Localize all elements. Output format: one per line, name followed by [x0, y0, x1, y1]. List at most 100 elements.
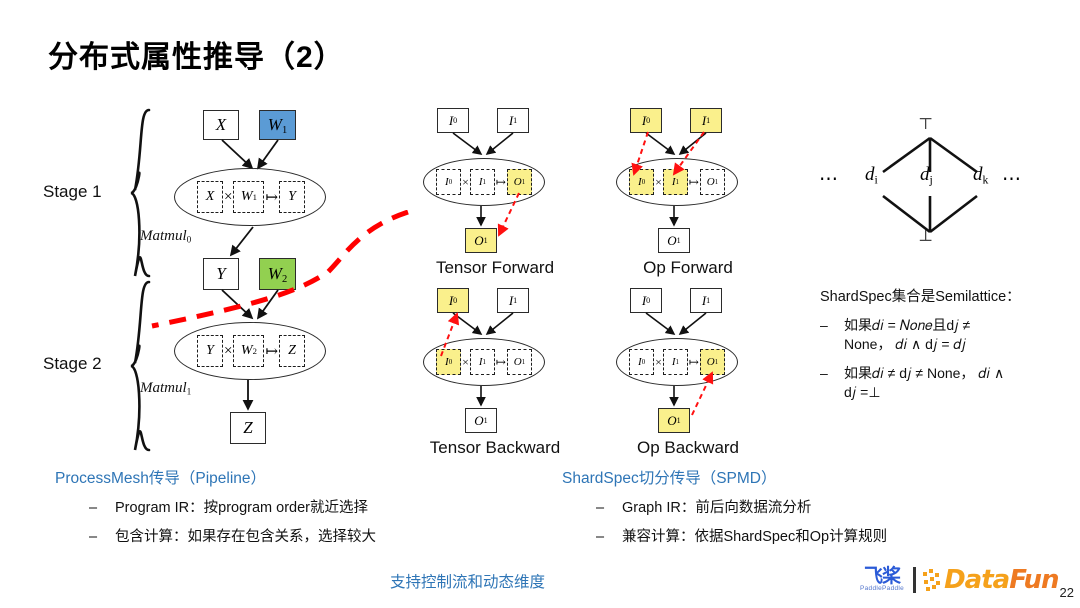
left-pipeline-diagram: Stage 1 Stage 2 Matmul0 Matmul1 X W1 X ×… [30, 100, 409, 460]
tf-times: × [462, 174, 469, 189]
paddlepaddle-logo-en: PaddlePaddle [860, 585, 905, 593]
op1-lhs-box: X [196, 181, 223, 213]
tb-red-arrow [440, 312, 460, 357]
lattice-node-dk: dk [973, 164, 989, 187]
lattice-node-dj: dj [920, 164, 933, 187]
lattice-left-dots: ⋯ [819, 169, 838, 190]
logo-divider [913, 567, 917, 593]
of-arrows-in [645, 132, 707, 156]
matmul0-label: Matmul0 [140, 228, 191, 246]
op2-ellipse [174, 322, 326, 380]
ob-arrow-out [669, 386, 679, 407]
node-y: Y [203, 258, 239, 290]
tb-op-ellipse [423, 338, 545, 386]
op2-out-box: Z [279, 335, 306, 367]
shardspec-heading: ShardSpec切分传导（SPMD） [562, 470, 777, 487]
matmul0-sub: 0 [186, 235, 192, 246]
lattice-top-symbol: ⊤ [918, 116, 934, 133]
tensor-backward-caption: Tensor Backward [429, 438, 561, 457]
arrows-into-op1 [221, 139, 279, 170]
ob-red-arrow [691, 371, 714, 416]
shardspec-dash-2: – [820, 364, 828, 381]
datafun-logo-fun: Fun [1009, 565, 1059, 595]
processmesh-dash-2: – [89, 528, 98, 545]
ob-arrows-in [645, 312, 707, 336]
stage2-brace [130, 280, 151, 452]
tf-red-arrow [497, 192, 520, 237]
datafun-dots-icon [923, 569, 941, 591]
processmesh-bullet-2-text: 包含计算：如果存在包含关系，选择较大 [115, 528, 376, 545]
tensor-forward-caption: Tensor Forward [435, 258, 555, 277]
shardspec-dash-1: – [820, 317, 828, 333]
op-forward-caption: Op Forward [643, 258, 733, 277]
semilattice-diagram: ⊤ ⋯ di dj dk ⋯ ⊥ [815, 116, 1045, 248]
node-x-label: X [215, 115, 227, 134]
shardspec-bullet-dash-1: – [596, 500, 605, 516]
bottom-left-block: ProcessMesh传导（Pipeline） – Program IR：按pr… [55, 466, 485, 545]
processmesh-bullet-1: – Program IR：按program order就近选择 [89, 500, 485, 517]
matmul1-text: Matmul [140, 380, 187, 396]
op-backward-caption: Op Backward [636, 438, 740, 457]
shardspec-item1-line2: None， 𝑑𝑖 ∧ d𝑗 = 𝑑𝑗 [844, 335, 966, 352]
tf-arrow-out [476, 206, 486, 227]
node-w1: W1 [259, 110, 296, 140]
of-op-ellipse [616, 158, 738, 206]
ob-op-ellipse [616, 338, 738, 386]
op1-times: × [223, 188, 233, 205]
matmul1-label: Matmul1 [140, 380, 191, 398]
matmul0-text: Matmul [140, 228, 187, 244]
tb-maps: ↦ [495, 354, 506, 369]
lattice-node-di: di [865, 164, 878, 187]
paddlepaddle-logo-cn: 飞桨 [864, 565, 901, 588]
node-w2-label: W2 [267, 263, 288, 285]
shardspec-note-title: ShardSpec集合是Semilattice： [820, 289, 1021, 305]
of-arrow-out [669, 206, 679, 227]
node-z: Z [230, 412, 266, 444]
matmul1-sub: 1 [186, 387, 192, 398]
op2-lhs-box: Y [196, 335, 223, 367]
processmesh-bullet-2: – 包含计算：如果存在包含关系，选择较大 [89, 529, 485, 546]
datafun-logo-data: Data [944, 565, 1010, 595]
ob-maps: ↦ [688, 354, 699, 369]
lattice-right-dots: ⋯ [1002, 169, 1021, 190]
arrow-op1-to-y [229, 226, 254, 257]
shardspec-bullet-2-text: 兼容计算：依据ShardSpec和Op计算规则 [622, 528, 888, 545]
shardspec-bullet-1-text: Graph IR：前后向数据流分析 [622, 500, 812, 516]
paddlepaddle-logo: 飞桨 PaddlePaddle [860, 567, 904, 593]
bottom-right-block: ShardSpec切分传导（SPMD） – Graph IR：前后向数据流分析 … [562, 466, 1012, 545]
tf-op-ellipse [423, 158, 545, 206]
shardspec-bullet-1: – Graph IR：前后向数据流分析 [596, 500, 1012, 517]
shardspec-item1-line1: 如果𝑑𝑖 = 𝑁𝑜𝑛𝑒且d𝑗 ≠ [844, 317, 971, 333]
node-x: X [203, 110, 239, 140]
shardspec-item2-line2: d𝑗 =⊥ [844, 383, 881, 400]
op2-times: × [223, 342, 233, 359]
tf-maps: ↦ [495, 174, 506, 189]
tb-times: × [462, 354, 469, 369]
op1-out-box: Y [279, 181, 306, 213]
